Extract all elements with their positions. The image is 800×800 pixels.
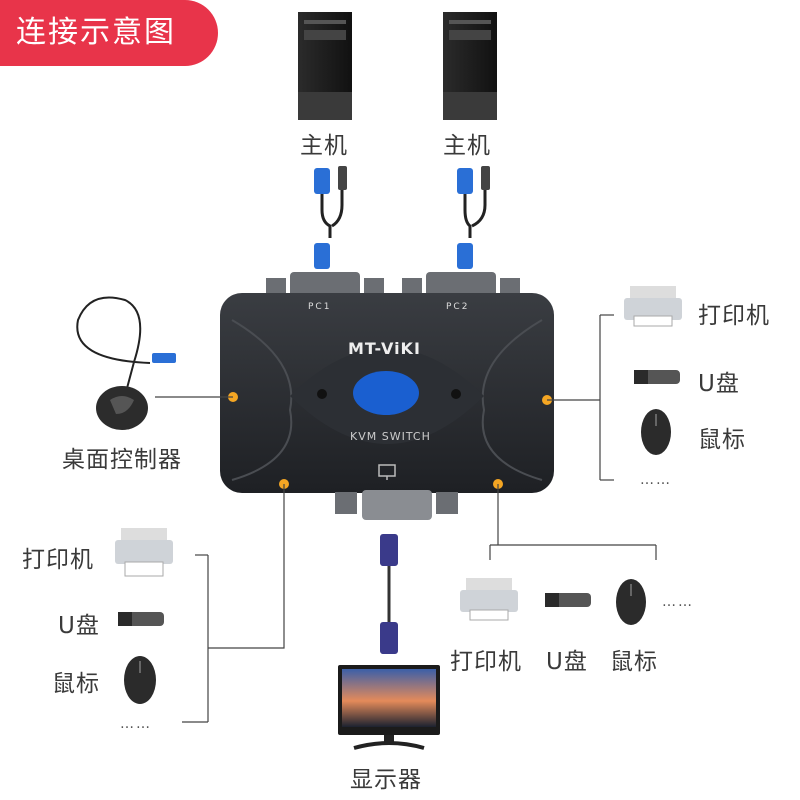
pc-tower-icon: [298, 12, 352, 120]
host2-label: 主机: [443, 133, 491, 159]
switch-button: [353, 371, 419, 415]
title-badge: 连接示意图: [0, 0, 218, 66]
vga-cable-icon: [380, 534, 398, 654]
usb-right-label: U盘: [698, 371, 740, 397]
kvm-switch: [220, 293, 554, 520]
usb-left-label: U盘: [58, 613, 100, 639]
monitor-label: 显示器: [350, 767, 422, 793]
model-label: KVM SWITCH: [350, 430, 431, 443]
printer-icon: [624, 286, 682, 327]
host1-label: 主机: [300, 133, 348, 159]
usb-bottom-label: U盘: [546, 649, 588, 675]
usb-drive-icon: [118, 612, 164, 626]
printer-bottom-label: 打印机: [450, 649, 522, 675]
pc-tower-icon: [443, 12, 497, 120]
mouse-right-label: 鼠标: [698, 427, 746, 453]
printer-right-label: 打印机: [698, 303, 770, 329]
mouse-left-label: 鼠标: [52, 671, 100, 697]
controller-label: 桌面控制器: [62, 447, 182, 473]
ellipsis-left: ……: [120, 716, 152, 732]
mouse-icon: [124, 656, 156, 704]
ellipsis-right: ……: [640, 472, 672, 488]
port2-label: PC2: [446, 302, 470, 312]
port1-label: PC1: [308, 302, 332, 312]
usb-drive-icon: [634, 370, 680, 384]
vga-usb-cable-icon: [320, 188, 487, 238]
printer-left-label: 打印机: [22, 547, 94, 573]
printer-icon: [115, 528, 173, 577]
desk-controller-icon: [76, 296, 176, 430]
monitor-icon: [338, 665, 440, 750]
ellipsis-bottom: ……: [662, 594, 694, 610]
brand-label: MT-ViKI: [348, 339, 421, 358]
mouse-icon: [616, 579, 646, 625]
usb-drive-icon: [545, 593, 591, 607]
printer-icon: [460, 578, 518, 621]
mouse-icon: [641, 409, 671, 455]
mouse-bottom-label: 鼠标: [610, 649, 658, 675]
